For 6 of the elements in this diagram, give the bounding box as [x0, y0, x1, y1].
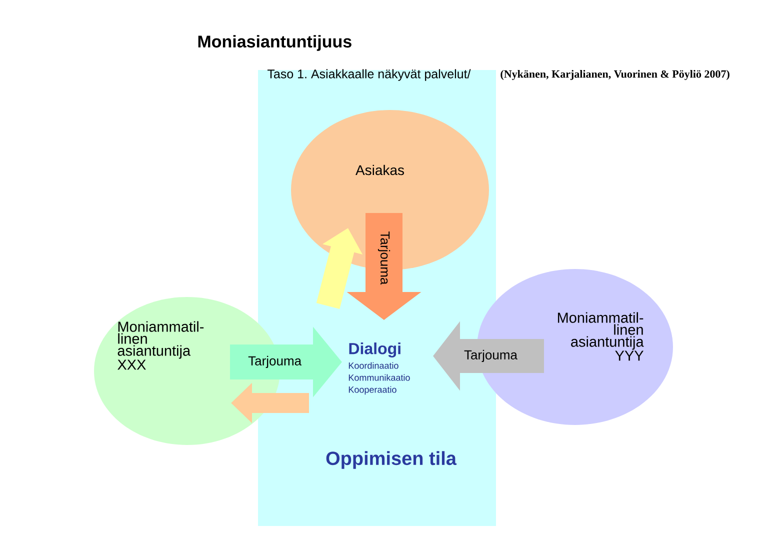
citation: (Nykänen, Karjalianen, Vuorinen & Pöyliö 2007)	[500, 70, 730, 80]
dialogue-heading: Dialogi	[349, 342, 400, 358]
term-list: Koordinaatio Kommunikaatio Kooperaatio	[348, 362, 410, 395]
title: Moniasiantuntijuus	[198, 35, 352, 51]
heading: Taso 1. Asiakkaalle näkyvät palvelut/	[267, 69, 471, 81]
zone-label: Oppimisen tila	[326, 451, 457, 469]
